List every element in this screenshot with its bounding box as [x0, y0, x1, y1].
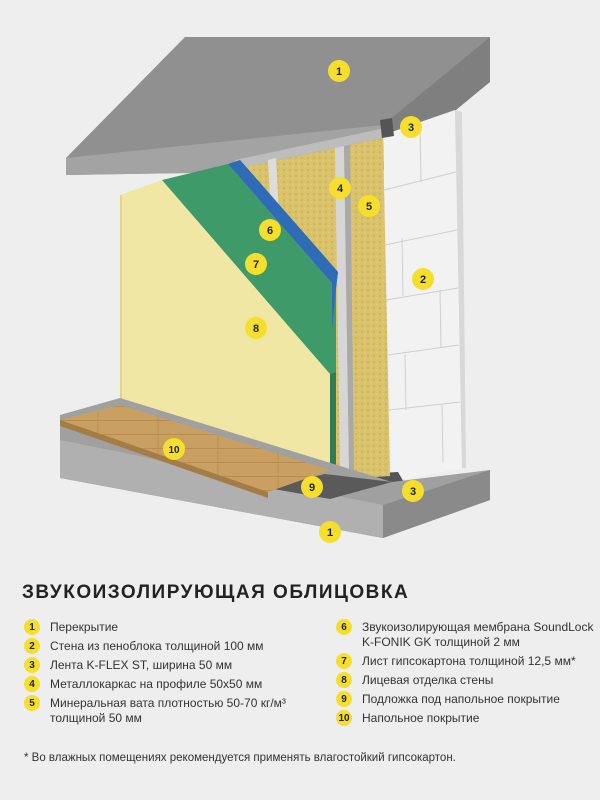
marker-flooring: 10: [163, 438, 185, 460]
flooring-layer: [60, 405, 330, 498]
marker-frame: 4: [329, 177, 351, 199]
diagram-title: ЗВУКОИЗОЛИРУЮЩАЯ ОБЛИЦОВКА: [22, 582, 410, 603]
legend-item: 10 Напольное покрытие: [336, 710, 596, 726]
legend-text: Лента K-FLEX ST, ширина 50 мм: [50, 658, 233, 672]
legend-item: 2 Стена из пеноблока толщиной 100 мм: [24, 638, 324, 654]
svg-text:9: 9: [309, 482, 315, 494]
legend-badge: 1: [24, 619, 40, 635]
legend-item: 3 Лента K-FLEX ST, ширина 50 мм: [24, 657, 324, 673]
legend-text: Лицевая отделка стены: [362, 673, 494, 687]
legend-item: 9 Подложка под напольное покрытие: [336, 691, 596, 707]
legend-badge: 8: [336, 672, 352, 688]
svg-text:10: 10: [168, 445, 180, 456]
marker-tape-bottom: 3: [402, 480, 424, 502]
marker-block-wall: 2: [412, 268, 434, 290]
svg-text:2: 2: [420, 274, 426, 286]
finish-layer: [120, 180, 330, 470]
marker-tape-top: 3: [400, 116, 422, 138]
legend-item: 6 Звукоизолирующая мембрана SoundLock K-F…: [336, 619, 596, 650]
svg-text:7: 7: [253, 259, 259, 271]
membrane-layer: [228, 160, 338, 330]
svg-text:3: 3: [410, 486, 416, 498]
legend-badge: 4: [24, 676, 40, 692]
block-wall: [383, 110, 466, 482]
marker-top-slab: 1: [328, 60, 350, 82]
legend-text: Напольное покрытие: [362, 711, 480, 725]
svg-text:5: 5: [366, 201, 372, 213]
legend-item: 7 Лист гипсокартона толщиной 12,5 мм*: [336, 653, 596, 669]
legend-badge: 9: [336, 691, 352, 707]
legend-text: Минеральная вата плотностью 50-70 кг/м³ …: [50, 696, 286, 725]
legend-badge: 7: [336, 653, 352, 669]
svg-text:8: 8: [253, 323, 259, 335]
svg-text:6: 6: [267, 225, 273, 237]
marker-membrane: 6: [259, 219, 281, 241]
legend-text: Перекрытие: [50, 620, 119, 634]
legend-right: 6 Звукоизолирующая мембрана SoundLock K-F…: [336, 619, 596, 730]
legend-item: 4 Металлокаркас на профиле 50х50 мм: [24, 676, 324, 692]
svg-text:1: 1: [336, 66, 342, 78]
marker-underlay: 9: [301, 476, 323, 498]
legend-text: Лист гипсокартона толщиной 12,5 мм*: [362, 654, 576, 668]
svg-text:3: 3: [408, 122, 414, 134]
legend-text: Металлокаркас на профиле 50х50 мм: [50, 677, 263, 691]
legend-badge: 3: [24, 657, 40, 673]
wall-diagram: 1 3 4 5 6 7 2 8 10 9 3 1: [60, 37, 490, 543]
svg-text:1: 1: [327, 527, 333, 539]
legend-badge: 10: [336, 710, 352, 726]
tape-top: [235, 118, 394, 168]
legend-badge: 5: [24, 695, 40, 711]
marker-finish: 8: [245, 317, 267, 339]
legend-text: Звукоизолирующая мембрана SoundLock K-FO…: [362, 620, 594, 649]
footnote: * Во влажных помещениях рекомендуется пр…: [24, 752, 456, 764]
legend-item: 8 Лицевая отделка стены: [336, 672, 596, 688]
legend-text: Стена из пеноблока толщиной 100 мм: [50, 639, 264, 653]
underlay-layer: [268, 474, 392, 499]
marker-drywall: 7: [245, 253, 267, 275]
legend-left: 1 Перекрытие 2 Стена из пеноблока толщиной…: [24, 619, 324, 730]
svg-text:4: 4: [337, 183, 344, 195]
legend-badge: 6: [336, 619, 352, 635]
legend-badge: 2: [24, 638, 40, 654]
marker-bottom-slab: 1: [319, 521, 341, 543]
legend-item: 5 Минеральная вата плотностью 50-70 кг/м³…: [24, 695, 324, 726]
legend-item: 1 Перекрытие: [24, 619, 324, 635]
legend-text: Подложка под напольное покрытие: [362, 692, 560, 706]
marker-wool: 5: [358, 195, 380, 217]
